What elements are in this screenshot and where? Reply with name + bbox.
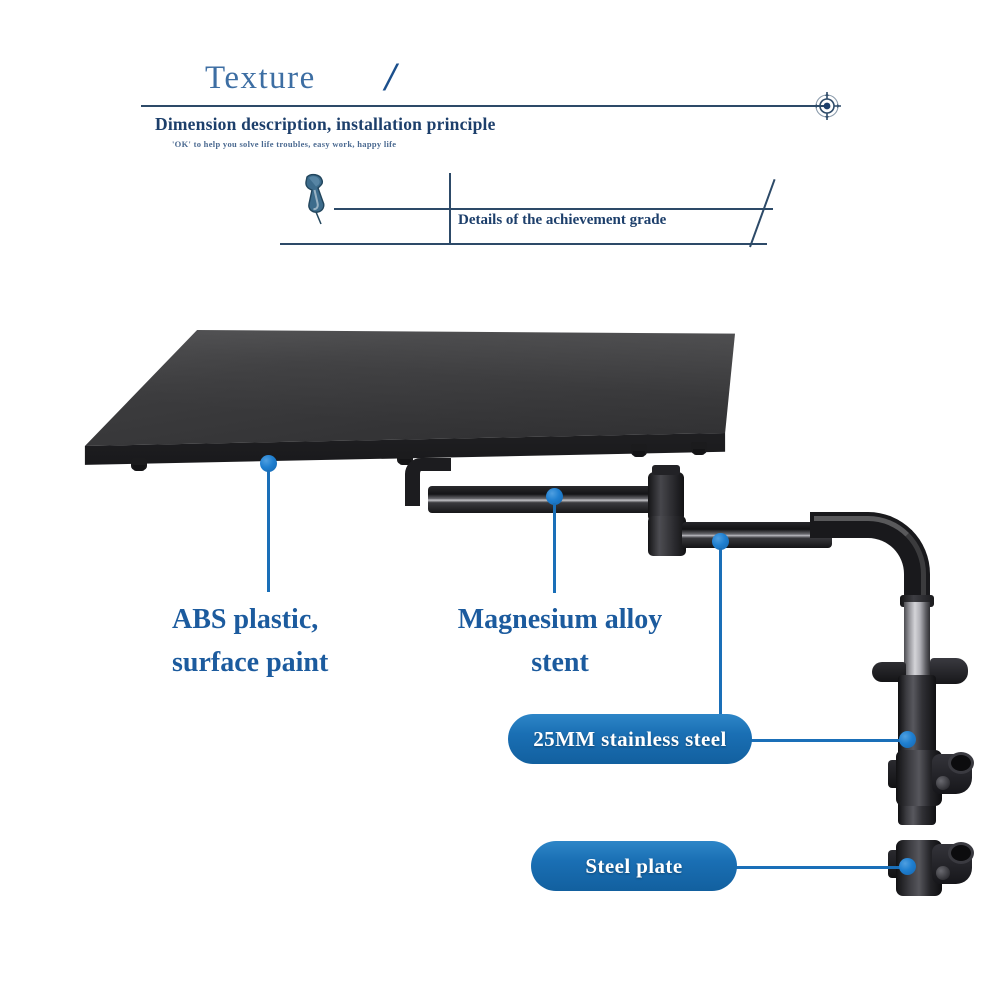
callout-leader-stainless-horiz (750, 739, 910, 742)
callout-dot-stainless-steel (712, 533, 729, 550)
callout-badge-stainless-steel[interactable]: 25MM stainless steel (508, 714, 752, 764)
header-tagline: 'OK' to help you solve life troubles, ea… (172, 139, 397, 149)
detail-frame: Details of the achievement grade (270, 165, 776, 260)
header-subtitle: Dimension description, installation prin… (155, 114, 496, 134)
callout-leader-steel-plate (735, 866, 910, 869)
detail-frame-line-vertical (449, 173, 451, 243)
callout-dot-stainless-target (899, 731, 916, 748)
product-part-arm-secondary (682, 522, 832, 548)
clamp-hole (948, 752, 974, 774)
header-divider-rule (141, 105, 824, 107)
callout-leader-magnesium (553, 503, 556, 593)
product-part-pivot-joint (648, 465, 684, 522)
clamp-screw (936, 866, 950, 880)
detail-frame-label: Details of the achievement grade (458, 212, 667, 228)
callout-label-line2: stent (531, 647, 589, 679)
tabletop-surface (84, 330, 735, 446)
detail-frame-line-top (334, 208, 773, 210)
product-part-pivot-joint (648, 516, 686, 556)
pushpin-icon (298, 171, 338, 229)
detail-frame-line-diagonal (749, 179, 776, 248)
product-part-arm-elbow (405, 458, 451, 506)
product-part-clamp-bracket (888, 840, 974, 898)
product-part-adjust-knob (872, 662, 906, 682)
callout-leader-abs-plastic (267, 470, 270, 592)
clamp-hole (948, 842, 974, 864)
product-part-stainless-shaft (904, 602, 930, 680)
tabletop-sheen (84, 330, 735, 446)
callout-label-abs-plastic: ABS plastic, surface paint (172, 598, 328, 685)
product-part-adjust-knob (930, 658, 968, 684)
callout-leader-stainless-vert (719, 548, 722, 718)
clamp-screw (936, 776, 950, 790)
tabletop-foot (691, 442, 707, 455)
pole-curve-highlight (814, 516, 926, 620)
title-slash-divider: / (385, 54, 397, 99)
callout-label-line2: surface paint (172, 647, 329, 679)
product-part-clamp-bracket (888, 750, 974, 808)
crosshair-target-icon (811, 90, 843, 122)
detail-frame-line-bottom (280, 243, 767, 245)
callout-dot-steel-plate (899, 858, 916, 875)
callout-label-line1: ABS plastic, (172, 604, 319, 635)
callout-label-magnesium: Magnesium alloy stent (440, 598, 680, 685)
callout-badge-steel-plate[interactable]: Steel plate (531, 841, 737, 891)
tabletop-foot (131, 458, 147, 471)
page-title: Texture (205, 60, 316, 96)
callout-dot-abs-plastic (260, 455, 277, 472)
callout-label-line1: Magnesium alloy (457, 604, 663, 635)
product-part-tabletop (75, 330, 735, 475)
callout-dot-magnesium (546, 488, 563, 505)
product-illustration (0, 300, 1001, 950)
tabletop-foot (631, 444, 647, 457)
tabletop-foot (397, 452, 413, 465)
header-section: Texture / Dimension description, install… (0, 0, 1001, 270)
